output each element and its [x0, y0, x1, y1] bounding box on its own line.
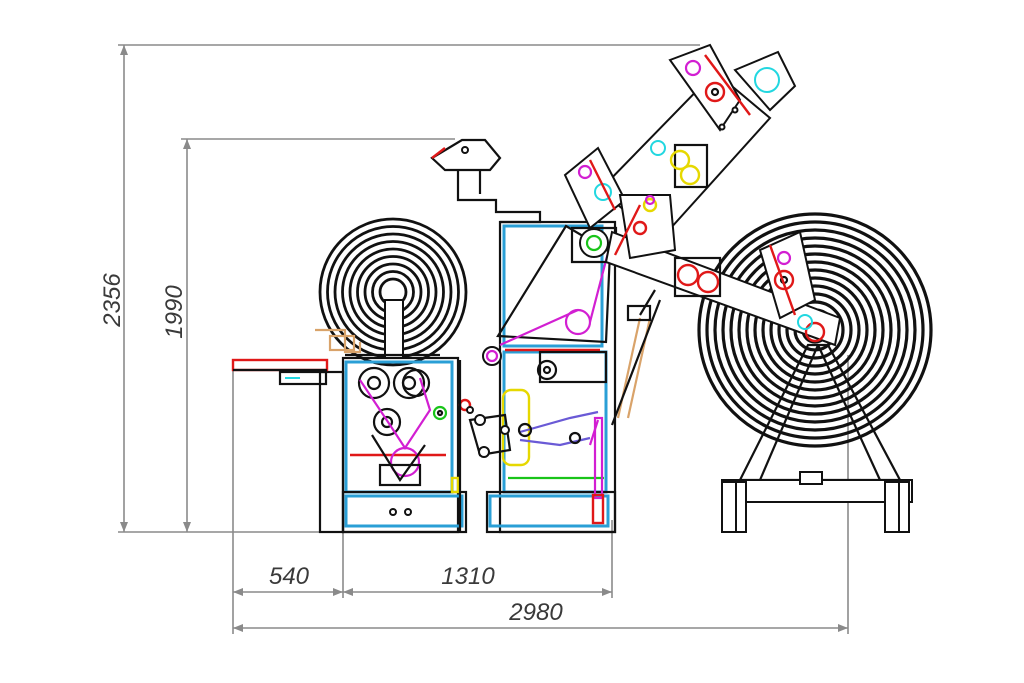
right-coil-stand [721, 343, 913, 533]
coil-ring [713, 228, 917, 432]
right-coil [697, 212, 933, 448]
coil-ring [729, 244, 901, 416]
frame-height-label: 1990 [161, 285, 188, 339]
top-hopper [430, 138, 542, 224]
total-height-label: 2356 [99, 273, 126, 328]
middle-width-label: 1310 [441, 563, 495, 590]
coil-ring [737, 252, 893, 408]
coil-ring [697, 212, 933, 448]
coil-ring [769, 284, 861, 376]
inclined-arm-upper [563, 43, 797, 242]
coil-ring [785, 300, 845, 360]
coil-ring [318, 217, 468, 367]
horizontal-arm [604, 194, 842, 347]
coil-ring [745, 260, 885, 400]
feed-table [231, 328, 362, 386]
left-cabinet [318, 356, 468, 534]
left-width-label: 540 [269, 563, 310, 590]
left-coil-stand [345, 299, 440, 359]
total-width-label: 2980 [508, 599, 563, 626]
coil-ring [761, 276, 869, 384]
inclined-arm-lower [496, 224, 618, 347]
coil-ring [753, 268, 877, 392]
support-struts [610, 289, 662, 426]
coil-ring [777, 292, 853, 368]
middle-frame [458, 220, 617, 534]
coil-ring [705, 220, 925, 440]
coil-ring [721, 236, 909, 424]
